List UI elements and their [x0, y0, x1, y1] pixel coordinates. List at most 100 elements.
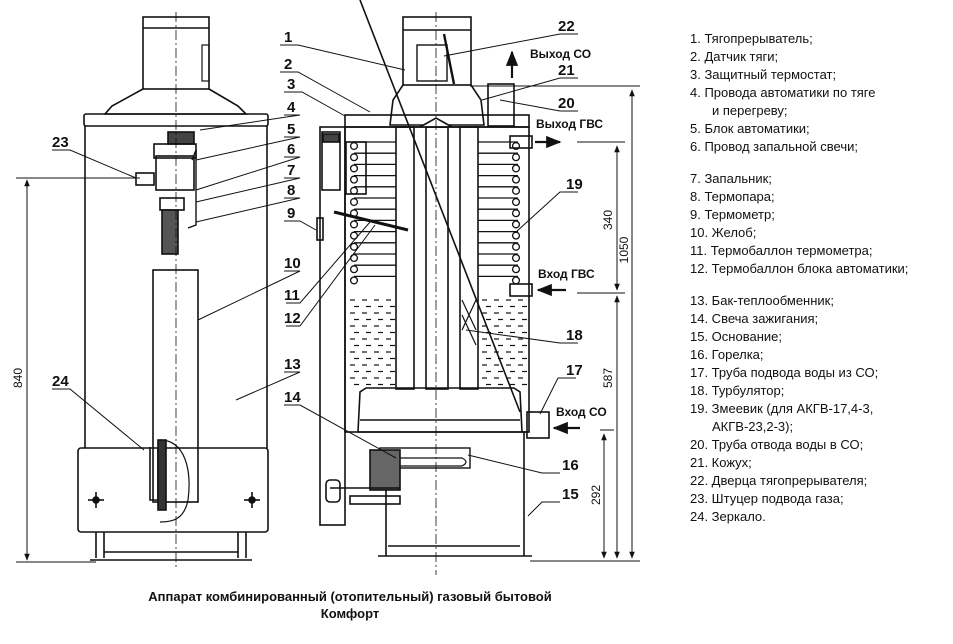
- coil-section: [511, 141, 521, 151]
- coil-section: [511, 231, 521, 240]
- callout-13: 13: [284, 356, 301, 373]
- coil-section: [511, 209, 521, 218]
- technical-drawing: 840: [11, 0, 640, 575]
- legend-item: 2. Датчик тяги;: [690, 49, 779, 64]
- callout-17: 17: [566, 362, 583, 379]
- legend-item: 15. Основание;: [690, 329, 782, 344]
- coil-section: [349, 265, 359, 274]
- legend-item: 21. Кожух;: [690, 455, 752, 470]
- coil-section: [511, 175, 521, 184]
- section-base: [358, 431, 532, 557]
- coil-section: [349, 141, 359, 151]
- callout-21: 21: [558, 62, 575, 79]
- callout-19: 19: [566, 176, 583, 193]
- callout-16: 16: [562, 457, 579, 474]
- coil-section: [511, 276, 521, 285]
- coil-section: [349, 253, 359, 263]
- callout-5: 5: [287, 121, 295, 138]
- coil-section: [511, 164, 521, 173]
- callout-23: 23: [52, 134, 69, 151]
- section-dimensions: [470, 85, 640, 562]
- legend-item-continuation: АКГВ-23,2-3);: [712, 419, 794, 434]
- legend-item: 11. Термобаллон термометра;: [690, 243, 873, 258]
- front-channel: [152, 269, 199, 503]
- coil-section: [511, 265, 521, 274]
- legend-group: 13. Бак-теплообменник;14. Свеча зажигани…: [690, 292, 952, 526]
- dimension-840-label: 840: [11, 368, 25, 388]
- coil-section: [349, 242, 359, 251]
- combustion-chamber: [357, 387, 523, 433]
- callout-22: 22: [558, 18, 575, 35]
- legend-item: 19. Змеевик (для АКГВ-17,4-3,: [690, 401, 874, 416]
- coil-section: [349, 197, 359, 207]
- coil-section: [511, 220, 521, 229]
- callout-4: 4: [287, 99, 296, 116]
- heat-exchanger-coil: [349, 141, 521, 285]
- coil-section: [511, 153, 521, 162]
- legend-item: 7. Запальник;: [690, 171, 772, 186]
- coil-section: [511, 186, 521, 195]
- coil-section: [511, 253, 521, 263]
- callout-numbers: 1 2 3 4 5 6 7 8 9 10 11 12 13 14 15 16 1…: [52, 18, 583, 503]
- legend-item: 16. Горелка;: [690, 347, 764, 362]
- leader-lines: [52, 33, 578, 517]
- callout-8: 8: [287, 182, 295, 199]
- dimension-292-label: 292: [589, 485, 603, 505]
- callout-20: 20: [558, 95, 575, 112]
- coil-section: [349, 220, 359, 229]
- legend-item: 6. Провод запальной свечи;: [690, 139, 858, 154]
- legend-item: 4. Провода автоматики по тяге: [690, 85, 876, 100]
- legend-item: 24. Зеркало.: [690, 509, 766, 524]
- legend-item: 17. Труба подвода воды из СО;: [690, 365, 879, 380]
- dhw-in-label: Вход ГВС: [538, 267, 595, 281]
- coil-section: [349, 175, 359, 184]
- front-view: [77, 12, 269, 570]
- dimension-587-label: 587: [601, 368, 615, 388]
- water-fill: [350, 299, 527, 386]
- callout-14: 14: [284, 389, 301, 406]
- legend-item: 10. Желоб;: [690, 225, 757, 240]
- legend-item: 5. Блок автоматики;: [690, 121, 810, 136]
- callout-10: 10: [284, 255, 301, 272]
- flow-arrows: [505, 50, 580, 435]
- legend-item-continuation: и перегреву;: [712, 103, 788, 118]
- callout-18: 18: [566, 327, 583, 344]
- coil-section: [349, 164, 359, 173]
- coil-section: [349, 186, 359, 195]
- legend-item: 18. Турбулятор;: [690, 383, 785, 398]
- dhw-outlet-nozzle: [509, 135, 533, 149]
- legend-item: 20. Труба отвода воды в СО;: [690, 437, 864, 452]
- co-out-label: Выход СО: [530, 47, 591, 61]
- coil-section: [511, 242, 521, 251]
- coil-section: [349, 231, 359, 240]
- dhw-inlet-nozzle: [509, 283, 533, 297]
- co-in-label: Вход СО: [556, 405, 607, 419]
- front-screw-left: [88, 492, 104, 508]
- callout-3: 3: [287, 76, 295, 93]
- section-tank: [344, 126, 530, 433]
- callout-24: 24: [52, 373, 69, 390]
- legend-item: 8. Термопара;: [690, 189, 775, 204]
- front-automatics-block: [135, 131, 197, 255]
- front-screw-right: [244, 492, 260, 508]
- legend-group: 7. Запальник; 8. Термопара; 9. Термометр; 1…: [690, 170, 952, 278]
- dimension-1050-label: 1050: [617, 236, 631, 263]
- legend-item: 22. Дверца тягопрерывателя;: [690, 473, 868, 488]
- coil-section: [511, 197, 521, 207]
- legend-item: 1. Тягопрерыватель;: [690, 31, 813, 46]
- coil-section: [349, 153, 359, 162]
- parts-legend: 1. Тягопрерыватель; 2. Датчик тяги; 3. Защ…: [690, 30, 952, 540]
- callout-6: 6: [287, 141, 295, 158]
- caption-line-2: Комфорт: [320, 606, 380, 621]
- legend-group: 1. Тягопрерыватель; 2. Датчик тяги; 3. Защ…: [690, 30, 952, 156]
- section-chimney: [402, 16, 472, 86]
- legend-item: 3. Защитный термостат;: [690, 67, 837, 82]
- coil-section: [349, 276, 359, 285]
- legend-item: 12. Термобаллон блока автоматики;: [690, 261, 909, 276]
- callout-2: 2: [284, 56, 292, 73]
- callout-9: 9: [287, 205, 295, 222]
- co-outlet-pipe: [487, 83, 515, 127]
- legend-item: 23. Штуцер подвода газа;: [690, 491, 844, 506]
- callout-7: 7: [287, 162, 295, 179]
- legend-item: 9. Термометр;: [690, 207, 775, 222]
